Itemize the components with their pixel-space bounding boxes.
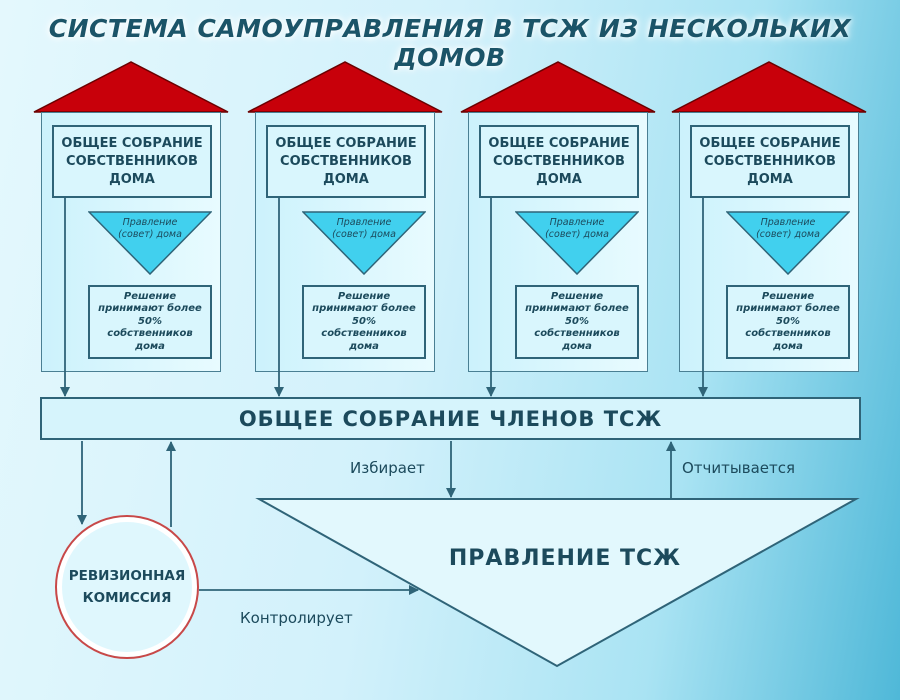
house-board-label: Правление (совет) дома	[118, 217, 182, 240]
members-meeting-box: ОБЩЕЕ СОБРАНИЕ ЧЛЕНОВ ТСЖ	[40, 397, 861, 440]
house-decision-rule: Решение принимают более 50% собственнико…	[302, 285, 426, 359]
house-board: Правление (совет) дома	[515, 211, 639, 275]
board-label: ПРАВЛЕНИЕ ТСЖ	[448, 546, 682, 571]
audit-commission-label: РЕВИЗИОННАЯ КОМИССИЯ	[68, 568, 186, 606]
house-owners-meeting: ОБЩЕЕ СОБРАНИЕ СОБСТВЕННИКОВ ДОМА	[479, 125, 639, 198]
house-decision-rule: Решение принимают более 50% собственнико…	[726, 285, 850, 359]
house-owners-meeting: ОБЩЕЕ СОБРАНИЕ СОБСТВЕННИКОВ ДОМА	[52, 125, 212, 198]
house-4: ОБЩЕЕ СОБРАНИЕ СОБСТВЕННИКОВ ДОМА Правле…	[679, 112, 859, 372]
page-title: СИСТЕМА САМОУПРАВЛЕНИЯ В ТСЖ ИЗ НЕСКОЛЬК…	[48, 14, 852, 72]
audit-commission-circle: РЕВИЗИОННАЯ КОМИССИЯ	[55, 515, 199, 659]
house-owners-meeting: ОБЩЕЕ СОБРАНИЕ СОБСТВЕННИКОВ ДОМА	[266, 125, 426, 198]
house-board-label: Правление (совет) дома	[756, 217, 820, 240]
elects-label: Избирает	[350, 459, 425, 477]
house-board: Правление (совет) дома	[302, 211, 426, 275]
house-3: ОБЩЕЕ СОБРАНИЕ СОБСТВЕННИКОВ ДОМА Правле…	[468, 112, 648, 372]
board-triangle	[255, 498, 860, 668]
house-board: Правление (совет) дома	[726, 211, 850, 275]
house-decision-rule: Решение принимают более 50% собственнико…	[515, 285, 639, 359]
house-board-label: Правление (совет) дома	[332, 217, 396, 240]
house-board: Правление (совет) дома	[88, 211, 212, 275]
house-owners-meeting: ОБЩЕЕ СОБРАНИЕ СОБСТВЕННИКОВ ДОМА	[690, 125, 850, 198]
house-2: ОБЩЕЕ СОБРАНИЕ СОБСТВЕННИКОВ ДОМА Правле…	[255, 112, 435, 372]
house-board-label: Правление (совет) дома	[545, 217, 609, 240]
house-decision-rule: Решение принимают более 50% собственнико…	[88, 285, 212, 359]
controls-label: Контролирует	[240, 609, 353, 627]
house-1: ОБЩЕЕ СОБРАНИЕ СОБСТВЕННИКОВ ДОМА Правле…	[41, 112, 221, 372]
reports-label: Отчитывается	[682, 459, 796, 477]
